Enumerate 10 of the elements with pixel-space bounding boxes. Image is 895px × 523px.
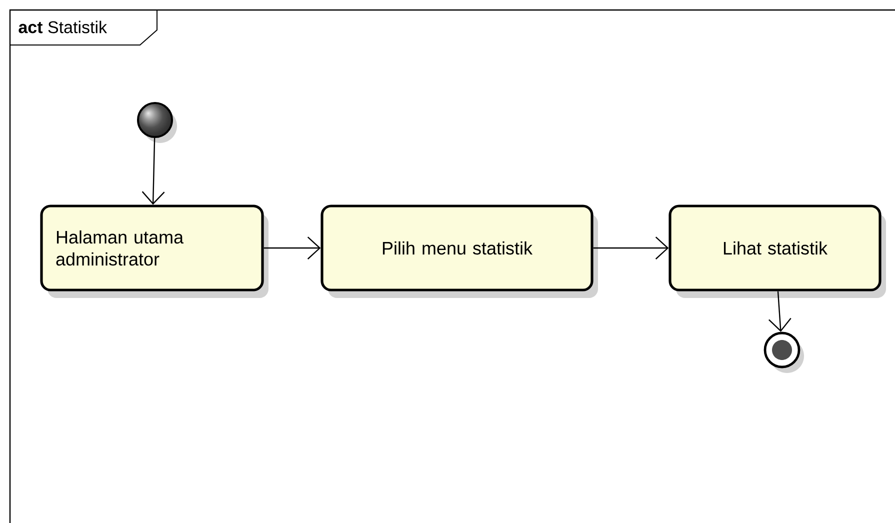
arrow: [264, 236, 321, 260]
diagram-title: act Statistik: [18, 20, 108, 34]
action-box: Halaman utama administrator: [40, 204, 264, 292]
initial-node: [137, 102, 173, 138]
arrow: [593, 236, 669, 260]
arrow: [768, 291, 792, 332]
action-box: Pilih menu statistik: [320, 204, 594, 292]
final-node: [764, 332, 800, 368]
arrow: [142, 138, 165, 205]
action-box: Lihat statistik: [668, 204, 882, 292]
